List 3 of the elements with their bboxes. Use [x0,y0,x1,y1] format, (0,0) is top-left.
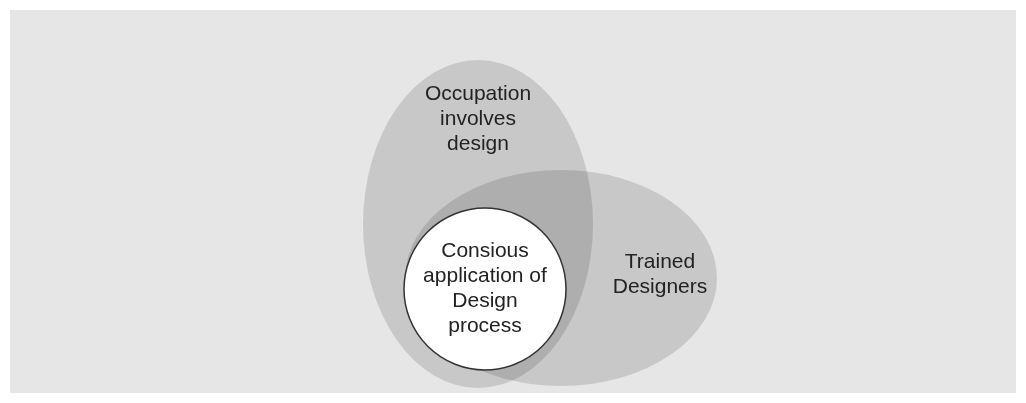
set-label: Trained Designers [611,248,709,298]
set-label: Consious application of Design process [422,237,548,337]
set-label: Occupation involves design [423,80,533,155]
